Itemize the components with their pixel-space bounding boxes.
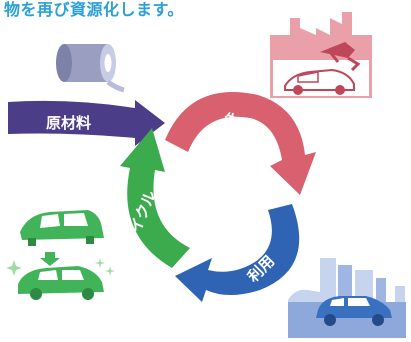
tape-roll-icon — [56, 44, 125, 93]
factory-robot-icon — [270, 12, 372, 98]
car-recycle-icon — [6, 210, 115, 300]
use-arrow: 利用 — [175, 204, 300, 302]
production-arrow: 生産 — [165, 92, 316, 195]
raw-material-arrow: 原材料 — [8, 100, 165, 146]
city-car-icon — [288, 258, 406, 338]
header-text: 物を再び資源化します。 — [4, 0, 184, 19]
raw-material-label: 原材料 — [46, 114, 91, 132]
recycle-arrow: リサイクル — [115, 128, 190, 268]
